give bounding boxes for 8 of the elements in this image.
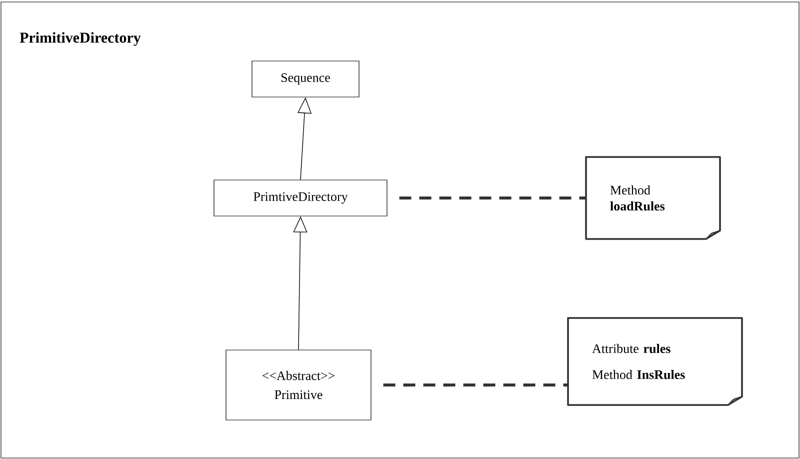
dashed-connector xyxy=(383,384,568,386)
diagram-title: PrimitiveDirectory xyxy=(20,32,141,46)
dashed-connector xyxy=(399,196,586,200)
note-box: Method loadRules xyxy=(585,156,721,240)
class-box: <<Abstract>> Primitive xyxy=(226,350,372,420)
class-box: PrimtiveDirectory xyxy=(214,180,388,216)
class-box: Sequence xyxy=(252,60,360,98)
note-box: Attribute rules Method InsRules xyxy=(567,317,743,406)
